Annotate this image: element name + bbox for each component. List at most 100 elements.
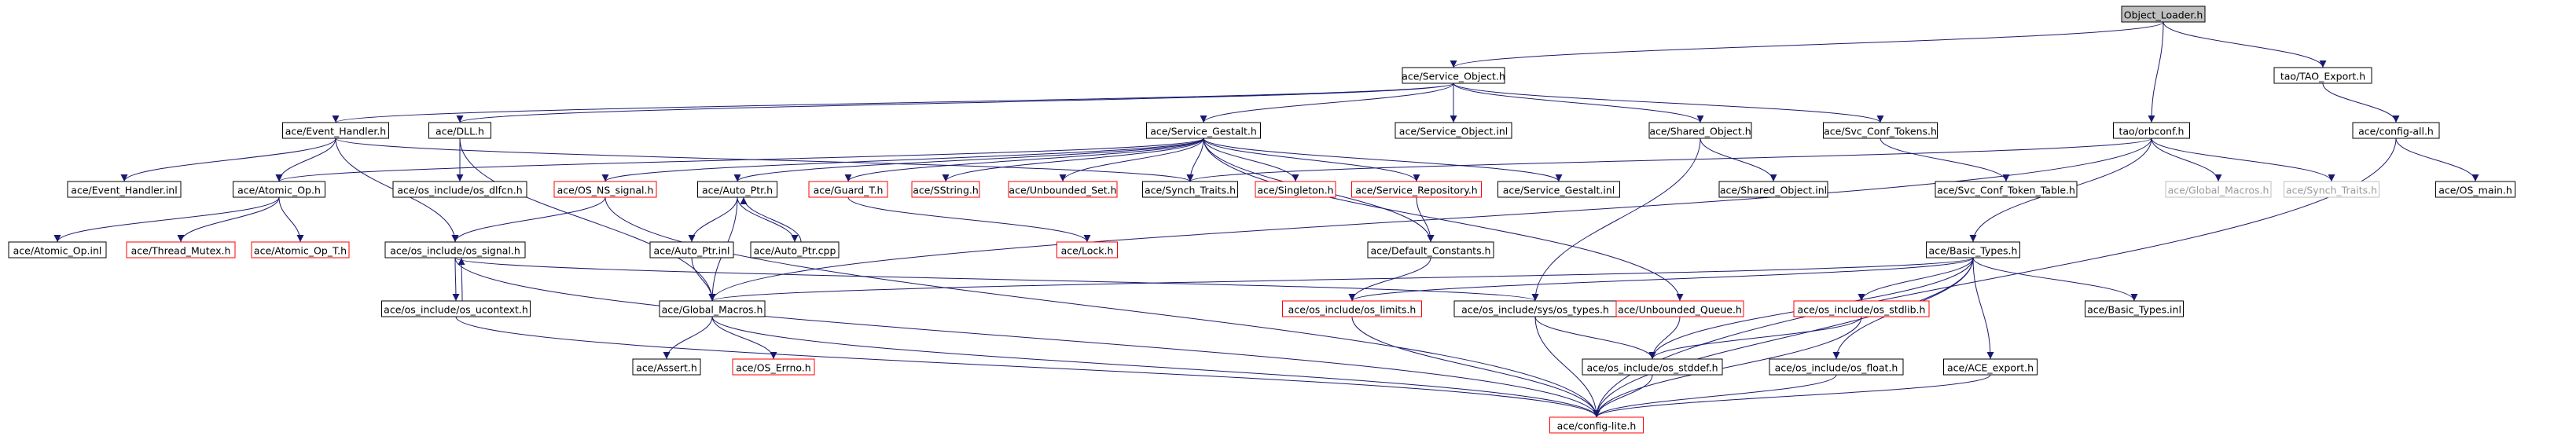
node-ace-thread-mutex-h[interactable]: ace/Thread_Mutex.h: [126, 241, 236, 258]
edge-ace_service_object_h-to-ace_shared_object_h: [1453, 82, 1704, 123]
node-box: [1395, 122, 1512, 139]
node-ace-unbounded-queue-h[interactable]: ace/Unbounded_Queue.h: [1615, 300, 1744, 317]
node-ace-service-gestalt-h[interactable]: ace/Service_Gestalt.h: [1146, 122, 1261, 139]
node-ace-atomic-op-t-h[interactable]: ace/Atomic_Op_T.h: [251, 241, 350, 258]
node-box: [2435, 181, 2515, 198]
node-ace-os-include-os-dlfcn-h[interactable]: ace/os_include/os_dlfcn.h: [392, 181, 527, 198]
edge-ace_service_gestalt_h-to-ace_service_repository_h: [1203, 138, 1420, 182]
node-ace-unbounded-set-h[interactable]: ace/Unbounded_Set.h: [1008, 181, 1118, 198]
node-box: [1255, 181, 1336, 198]
node-ace-synch-traits-h-ext: ace/Synch_Traits.h: [2284, 181, 2379, 198]
edge-ace_service_gestalt_h-to-ace_service_gestalt_inl: [1203, 138, 1563, 182]
node-box: [2113, 122, 2190, 139]
node-ace-event-handler-h[interactable]: ace/Event_Handler.h: [282, 122, 389, 139]
node-box: [233, 181, 325, 198]
node-ace-os-errno-h[interactable]: ace/OS_Errno.h: [732, 358, 815, 376]
node-ace-basic-types-inl[interactable]: ace/Basic_Types.inl: [2085, 300, 2184, 317]
node-ace-config-all-h[interactable]: ace/config-all.h: [2352, 122, 2440, 139]
node-ace-service-gestalt-inl[interactable]: ace/Service_Gestalt.inl: [1497, 181, 1620, 198]
node-tao-tao-export-h[interactable]: tao/TAO_Export.h: [2273, 67, 2372, 84]
node-ace-os-include-os-float-h[interactable]: ace/os_include/os_float.h: [1769, 358, 1904, 376]
node-ace-atomic-op-h[interactable]: ace/Atomic_Op.h: [233, 181, 325, 198]
edge-ace_service_object_h-to-ace_dll_h: [457, 82, 1454, 123]
node-box: [697, 181, 777, 198]
edge-ace_service_gestalt_h-to-ace_os_ns_signal_h: [601, 138, 1204, 182]
node-ace-synch-traits-h[interactable]: ace/Synch_Traits.h: [1142, 181, 1238, 198]
node-ace-service-object-inl[interactable]: ace/Service_Object.inl: [1395, 122, 1512, 139]
node-label: ace/DLL.h: [435, 126, 484, 138]
node-label: ace/Unbounded_Queue.h: [1618, 304, 1742, 316]
node-label: ace/Atomic_Op.h: [237, 185, 321, 196]
node-ace-global-macros-h[interactable]: ace/Global_Macros.h: [659, 300, 766, 317]
node-ace-os-include-sys-os-types-h[interactable]: ace/os_include/sys/os_types.h: [1453, 300, 1617, 317]
edge-ace_os_include_os_limits_h-to-ace_config_lite_h: [1351, 316, 1600, 418]
edge-ace_auto_ptr_h-to-ace_auto_ptr_cpp: [737, 196, 799, 243]
node-label: ace/os_include/os_stdlib.h: [1798, 304, 1926, 316]
node-box: [649, 241, 734, 258]
edge-ace_os_ns_signal_h-to-ace_config_lite_h: [604, 196, 1600, 418]
node-box: [126, 241, 236, 258]
node-ace-os-include-os-stddef-h[interactable]: ace/os_include/os_stddef.h: [1582, 358, 1723, 376]
node-box: [2284, 181, 2379, 198]
node-ace-lock-h[interactable]: ace/Lock.h: [1056, 241, 1118, 258]
node-label: ace/Svc_Conf_Tokens.h: [1824, 126, 1937, 138]
node-ace-svc-conf-token-table-h[interactable]: ace/Svc_Conf_Token_Table.h: [1935, 181, 2078, 198]
edge-ace_os_include_os_ucontext_h-to-ace_os_include_os_signal_h: [458, 257, 465, 302]
node-label: ace/os_include/os_ucontext.h: [384, 304, 528, 316]
node-label: ace/Guard_T.h: [814, 185, 884, 196]
node-label: ace/Service_Repository.h: [1355, 185, 1477, 196]
node-box: [2165, 181, 2272, 198]
node-ace-os-main-h[interactable]: ace/OS_main.h: [2435, 181, 2515, 198]
edge-ace_service_gestalt_h-to-ace_unbounded_queue_h: [1203, 138, 1684, 302]
node-ace-os-include-os-limits-h[interactable]: ace/os_include/os_limits.h: [1282, 300, 1422, 317]
node-ace-svc-conf-tokens-h[interactable]: ace/Svc_Conf_Tokens.h: [1823, 122, 1938, 139]
node-label: ace/Assert.h: [636, 362, 697, 374]
node-ace-atomic-op-inl[interactable]: ace/Atomic_Op.inl: [8, 241, 107, 258]
node-ace-dll-h[interactable]: ace/DLL.h: [428, 122, 491, 139]
node-label: ace/Shared_Object.h: [1649, 126, 1751, 138]
node-box: [2273, 67, 2372, 84]
node-box: [1718, 181, 1828, 198]
node-ace-auto-ptr-h[interactable]: ace/Auto_Ptr.h: [697, 181, 777, 198]
node-label: ace/Auto_Ptr.h: [702, 185, 773, 196]
node-ace-auto-ptr-inl[interactable]: ace/Auto_Ptr.inl: [649, 241, 734, 258]
edge-ace_service_repository_h-to-ace_default_constants_h: [1416, 196, 1435, 243]
node-ace-os-include-os-stdlib-h[interactable]: ace/os_include/os_stdlib.h: [1793, 300, 1930, 317]
node-label: ace/Atomic_Op_T.h: [254, 245, 347, 257]
node-ace-default-constants-h[interactable]: ace/Default_Constants.h: [1367, 241, 1494, 258]
node-label: ace/ACE_export.h: [1947, 362, 2034, 374]
node-ace-assert-h[interactable]: ace/Assert.h: [632, 358, 701, 376]
edge-object_loader_h-to-tao_tao_export_h: [2163, 21, 2327, 68]
node-ace-config-lite-h[interactable]: ace/config-lite.h: [1549, 416, 1644, 434]
edge-ace_service_object_h-to-ace_service_gestalt_h: [1200, 82, 1454, 123]
node-tao-orbconf-h[interactable]: tao/orbconf.h: [2113, 122, 2190, 139]
node-ace-os-include-os-signal-h[interactable]: ace/os_include/os_signal.h: [384, 241, 526, 258]
node-ace-ace-export-h[interactable]: ace/ACE_export.h: [1943, 358, 2038, 376]
node-box: [251, 241, 350, 258]
node-ace-singleton-h[interactable]: ace/Singleton.h: [1255, 181, 1336, 198]
node-ace-shared-object-inl[interactable]: ace/Shared_Object.inl: [1718, 181, 1828, 198]
edge-ace_os_include_os_stdlib_h-to-ace_os_include_os_stddef_h: [1648, 316, 1862, 360]
edge-ace_shared_object_h-to-ace_os_include_sys_os_types_h: [1531, 138, 1701, 302]
node-ace-basic-types-h[interactable]: ace/Basic_Types.h: [1926, 241, 2020, 258]
edge-tao_orbconf_h-to-ace_synch_traits_h: [1186, 138, 2152, 182]
edge-ace_dll_h-to-ace_global_macros_h: [459, 138, 716, 302]
node-ace-event-handler-inl[interactable]: ace/Event_Handler.inl: [67, 181, 182, 198]
node-box: [2352, 122, 2440, 139]
node-ace-service-object-h[interactable]: ace/Service_Object.h: [1402, 67, 1505, 84]
edge-object_loader_h-to-ace_service_object_h: [1450, 21, 2164, 68]
node-ace-shared-object-h[interactable]: ace/Shared_Object.h: [1648, 122, 1752, 139]
node-ace-service-repository-h[interactable]: ace/Service_Repository.h: [1351, 181, 1482, 198]
node-box: [553, 181, 657, 198]
node-ace-guard-t-h[interactable]: ace/Guard_T.h: [808, 181, 888, 198]
node-ace-os-include-os-ucontext-h[interactable]: ace/os_include/os_ucontext.h: [381, 300, 531, 317]
node-ace-os-ns-signal-h[interactable]: ace/OS_NS_signal.h: [553, 181, 657, 198]
edge-ace_basic_types_h-to-ace_os_include_os_limits_h: [1348, 257, 1974, 302]
node-label: ace/SString.h: [913, 185, 979, 196]
node-ace-auto-ptr-cpp[interactable]: ace/Auto_Ptr.cpp: [750, 241, 840, 258]
node-ace-sstring-h[interactable]: ace/SString.h: [911, 181, 980, 198]
node-box: [8, 241, 107, 258]
edge-ace_service_gestalt_h-to-ace_sstring_h: [942, 138, 1204, 182]
edge-ace_atomic_op_h-to-ace_atomic_op_t_h: [278, 196, 304, 243]
